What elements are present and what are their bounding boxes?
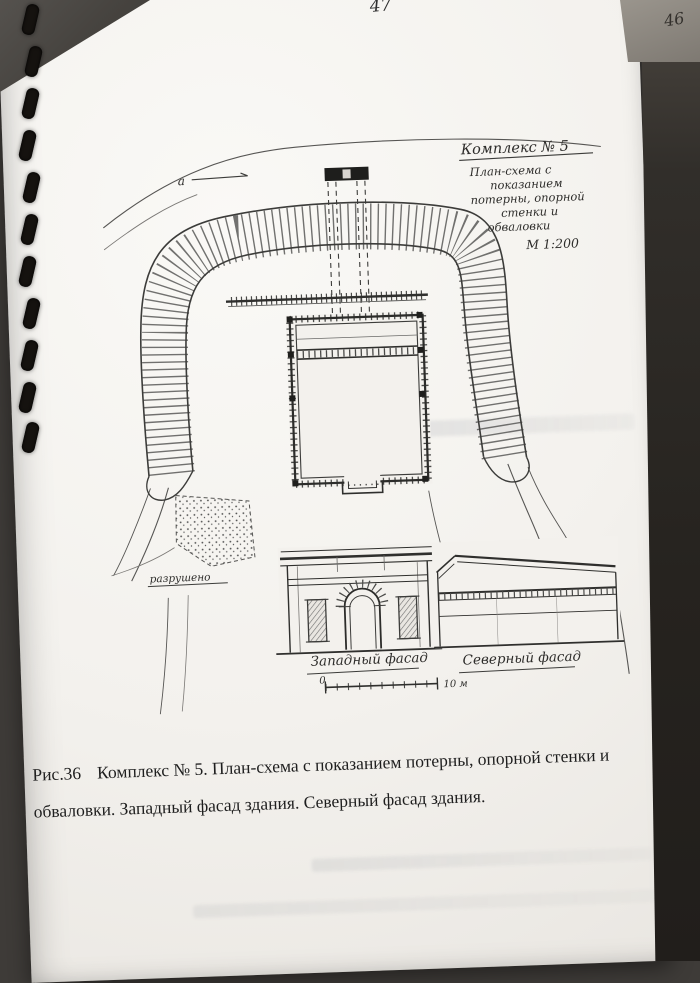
west-facade-label: Западный фасад (310, 650, 428, 670)
embankment-outer-edge (139, 201, 528, 477)
document-page: 47 (0, 0, 672, 983)
arched-doorway (343, 587, 383, 650)
retaining-wall (225, 290, 428, 308)
destroyed-area: разрушено (147, 494, 256, 588)
annotation-line: обваловки (487, 218, 550, 234)
arch-voussoirs (335, 579, 389, 608)
north-facade-label: Северный фасад (462, 648, 581, 668)
facade-windows (304, 595, 421, 643)
backing-page-corner (620, 0, 700, 62)
terrain-contours (102, 138, 630, 715)
annotation-line: потерны, опорной (470, 189, 585, 207)
bleedthrough-artifact (193, 888, 659, 919)
bleedthrough-artifact (311, 847, 652, 873)
scale-zero-label: 0 (319, 675, 326, 686)
scale-bar: 0 10 м (319, 675, 468, 694)
destroyed-label: разрушено (149, 571, 210, 585)
embankment-inner-edge (185, 242, 485, 472)
annotation-line: стенки и (501, 204, 559, 220)
handwritten-annotations: Комплекс № 5 План-схема с показанием пот… (307, 139, 594, 675)
scale-note: М 1:200 (525, 235, 579, 252)
figure-label: Рис.36 (32, 763, 82, 785)
north-facade (431, 536, 625, 649)
complex-title: Комплекс № 5 (460, 139, 570, 159)
embankment-hachure (141, 203, 528, 476)
embankment-berm (139, 201, 530, 501)
scale-ten-label: 10 м (443, 678, 468, 690)
wall-piers (286, 311, 429, 487)
annotation-line: План-схема с (468, 162, 552, 179)
corner-page-number: 46 (662, 8, 686, 31)
west-facade (276, 542, 443, 656)
entrance-porch (341, 480, 384, 495)
building-plan (285, 310, 433, 495)
page-number: 47 (368, 0, 393, 17)
potern-passage: a (178, 166, 371, 318)
section-marker-label: a (178, 174, 186, 188)
annotation-line: показанием (490, 176, 563, 193)
site-plan-drawing: a (102, 138, 630, 715)
